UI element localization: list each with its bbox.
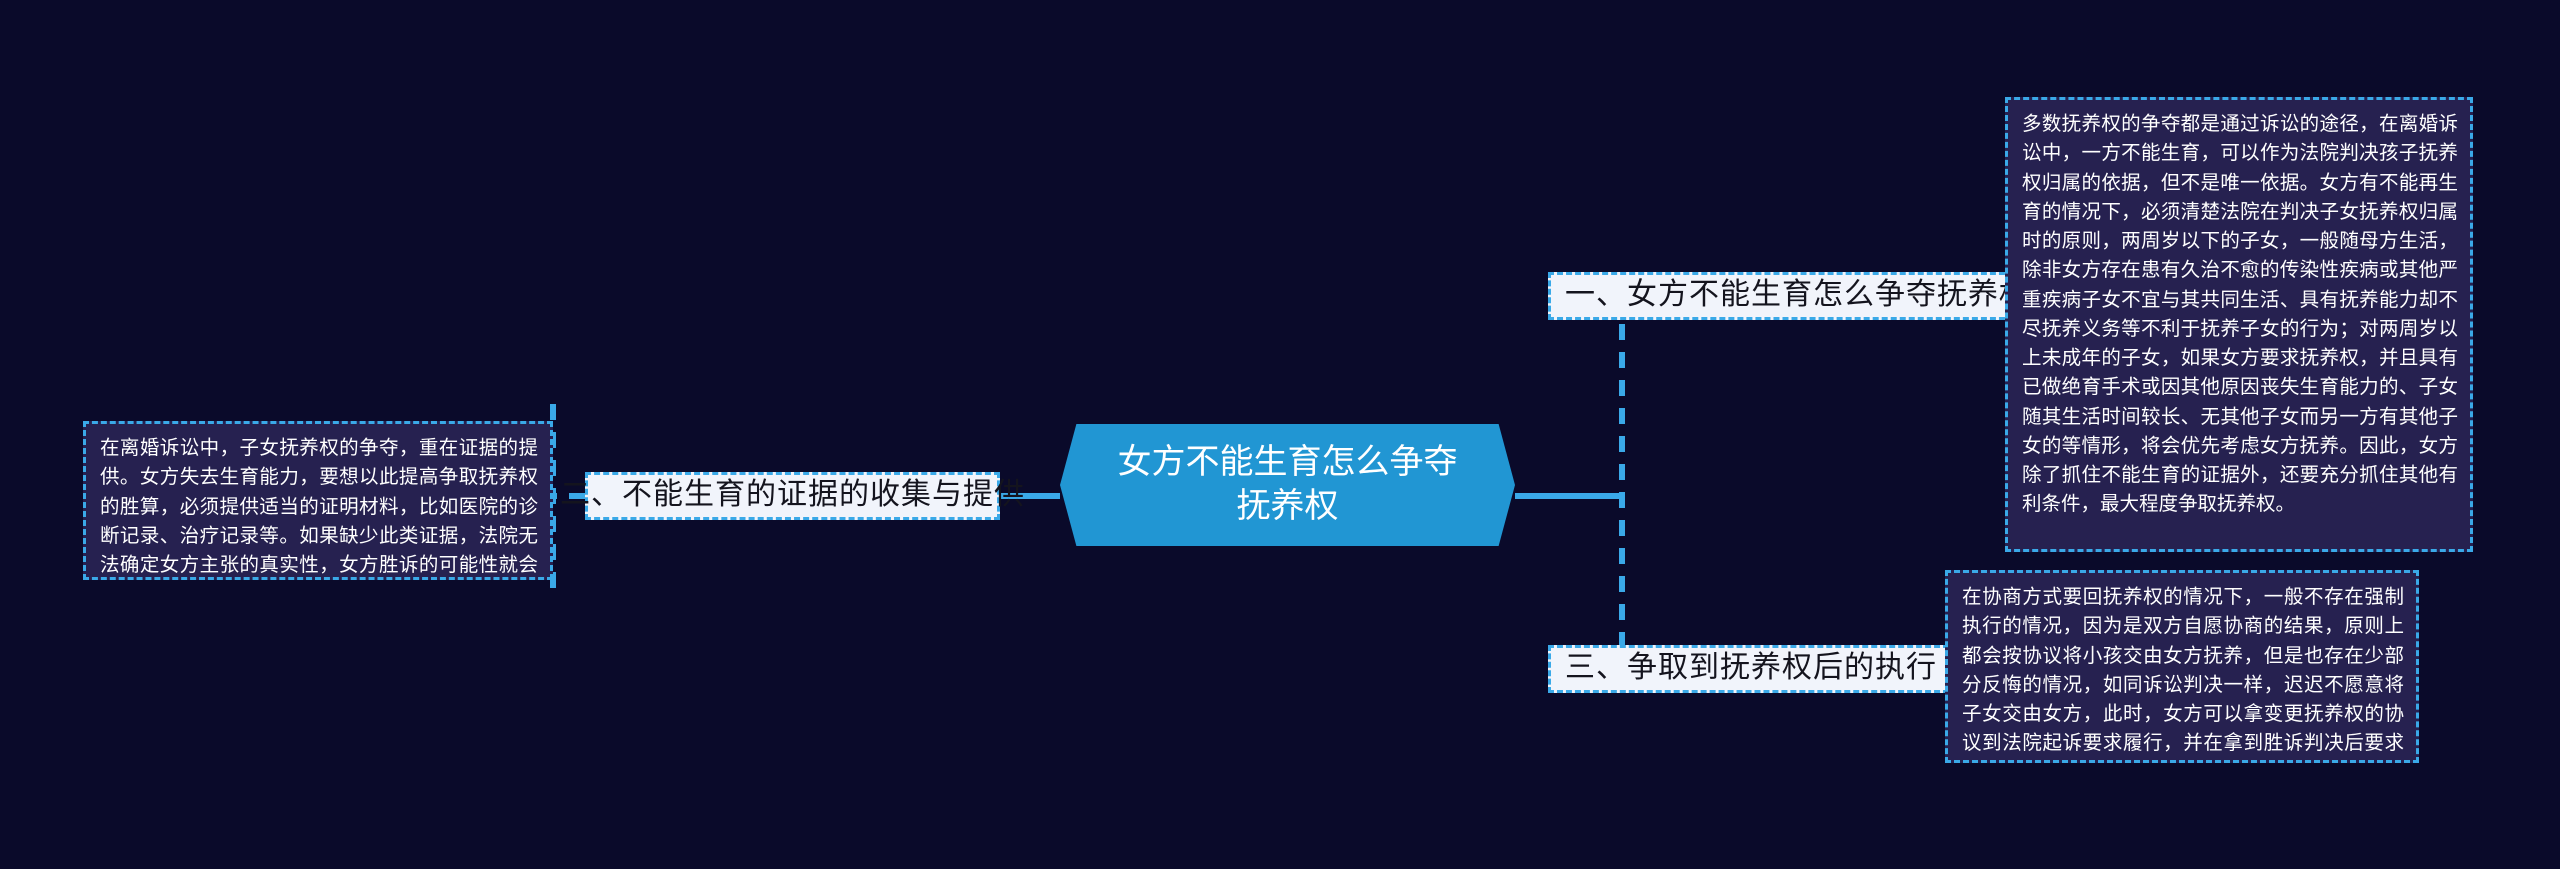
branch-detail-1: 多数抚养权的争夺都是通过诉讼的途径，在离婚诉讼中，一方不能生育，可以作为法院判决… — [2005, 97, 2473, 552]
branch-title-3-label: 三、争取到抚养权后的执行 — [1565, 650, 1937, 684]
center-node-shape — [1060, 424, 1515, 546]
branch-detail-3: 在协商方式要回抚养权的情况下，一般不存在强制执行的情况，因为是双方自愿协商的结果… — [1945, 570, 2419, 763]
branch-title-2[interactable]: 二、不能生育的证据的收集与提供 — [560, 472, 1024, 520]
center-node-label: 女方不能生育怎么争夺抚养权 — [1117, 443, 1458, 525]
branch-title-3[interactable]: 三、争取到抚养权后的执行 — [1548, 645, 1958, 693]
branch-detail-3-text: 在协商方式要回抚养权的情况下，一般不存在强制执行的情况，因为是双方自愿协商的结果… — [1962, 586, 2404, 755]
center-node[interactable]: 女方不能生育怎么争夺抚养权 — [1060, 424, 1515, 546]
branch-title-1[interactable]: 一、女方不能生育怎么争夺抚养权 — [1548, 272, 2032, 320]
branch-title-1-label: 一、女方不能生育怎么争夺抚养权 — [1565, 277, 2030, 311]
branch-detail-2-text: 在离婚诉讼中，子女抚养权的争夺，重在证据的提供。女方失去生育能力，要想以此提高争… — [100, 437, 538, 576]
branch-detail-1-text: 多数抚养权的争夺都是通过诉讼的途径，在离婚诉讼中，一方不能生育，可以作为法院判决… — [2022, 113, 2458, 516]
branch-title-2-label: 二、不能生育的证据的收集与提供 — [560, 477, 1025, 511]
branch-detail-2: 在离婚诉讼中，子女抚养权的争夺，重在证据的提供。女方失去生育能力，要想以此提高争… — [83, 421, 553, 580]
